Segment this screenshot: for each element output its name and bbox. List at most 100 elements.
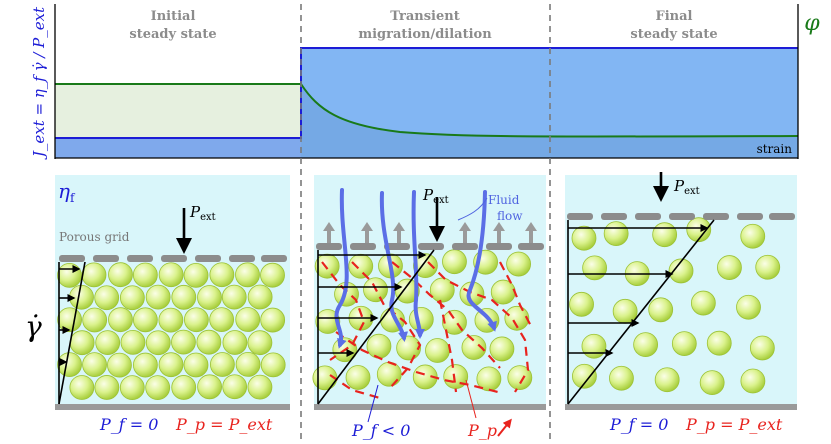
particle [425,338,450,363]
initial-flux-fill [55,138,301,158]
particle [652,222,678,248]
particle [57,262,82,288]
force-chain [391,261,501,369]
particle [209,262,235,288]
particle [119,375,145,401]
particle [581,333,607,359]
phase-title-final-line1: Final [656,9,693,24]
particle [376,361,402,387]
force-chains [321,261,533,400]
p-ext-label-transient: Pext [422,186,449,206]
particle [736,294,761,320]
particle [171,375,197,400]
particle [94,375,120,400]
velocity-profile-final [567,219,715,405]
particle [345,365,371,390]
particle [315,309,341,334]
particle-pressure-label-final: P_p = P_ext [685,415,783,434]
particle [210,352,235,377]
particle [489,336,515,362]
particle [158,352,184,378]
fluid-flow-label-line1: Fluid [488,193,520,207]
particle [120,330,146,355]
phase-title-transient-line1: Transient [390,9,459,24]
particle [119,285,145,311]
phase-title-initial-line2: steady state [129,27,216,42]
floor-final [565,404,797,410]
particle [706,330,732,356]
particle [145,284,171,310]
particle [247,330,273,356]
load-arrow-final [653,172,669,202]
force-chain [335,331,499,394]
force-chain [427,261,530,393]
particle [171,329,196,355]
particle [69,330,95,356]
particle [81,262,107,288]
particle [82,307,108,333]
particle [740,223,766,249]
velocity-profile-transient [317,249,435,405]
particle [221,284,247,310]
force-chain [329,374,381,400]
fluid-flow-pointer [457,197,488,221]
particle [506,251,532,277]
particle [108,307,133,333]
particle [158,262,184,288]
particle-pressure-label-initial: P_p = P_ext [175,415,273,434]
porous-grid-initial [59,255,287,262]
fluid-flow-arrows [334,188,497,349]
particles-initial [57,262,286,401]
particle [612,298,638,324]
particles-final [569,217,781,396]
fluid-pressure-label-final: P_f = 0 [609,415,668,434]
particle [755,254,781,280]
load-arrow-transient [429,197,445,242]
fluid-flow-label-line2: flow [497,209,523,223]
particle [132,262,158,288]
particle [717,255,742,280]
particle [686,217,712,243]
volume-fraction-fill [55,84,301,138]
particle [633,332,659,358]
particle [145,375,171,401]
particle [82,352,107,378]
particle [247,374,273,400]
particle-pressure-increase-arrow [497,418,512,437]
particle [260,307,286,333]
particle [366,333,392,359]
fluid-pressure-label-initial: P_f = 0 [99,415,158,434]
left-axis-label: J_ext = η_f γ̇ / P_ext [30,6,48,160]
load-arrow-initial [176,208,192,254]
particle [94,285,120,311]
grid-lift-arrows [323,222,537,243]
particle [247,284,273,310]
particle [95,330,121,355]
particle [490,279,516,305]
particle [132,307,158,333]
particle [671,331,697,356]
particle [348,253,374,279]
particle [648,297,674,323]
particle [507,365,533,391]
particle [314,253,340,279]
negative-fluid-pressure-label: P_f < 0 [351,421,410,440]
particle [108,262,133,288]
particle [235,262,260,288]
force-chain [321,261,366,361]
particle [171,284,197,310]
particle [461,335,487,360]
particle [196,329,222,355]
p-ext-label-final: Pext [673,177,700,197]
velocity-profile-initial [58,261,86,405]
floor-transient [314,404,546,410]
top-timeline-panel: Initial steady state Transient migration… [30,4,820,444]
particle [603,221,629,246]
phase-title-initial-line1: Initial [151,9,196,24]
particle [57,352,82,377]
particle [582,255,608,281]
porous-grid-final [567,213,795,220]
particle [197,285,222,310]
particle [571,225,597,251]
